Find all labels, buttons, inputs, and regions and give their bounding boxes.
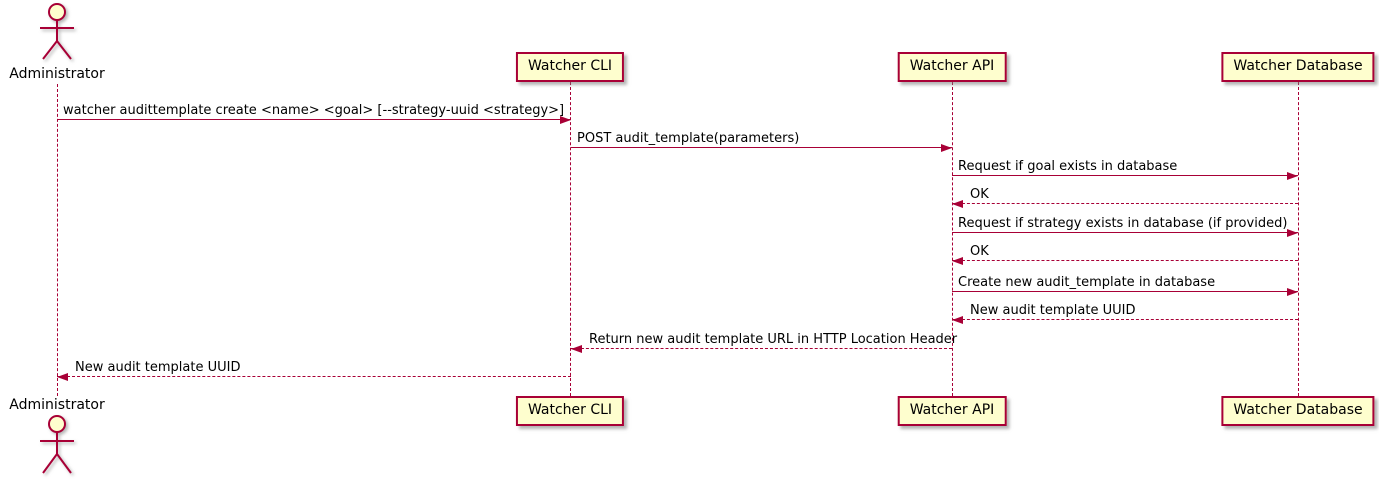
arrowhead-left-icon — [952, 257, 963, 265]
message-request-strategy-exists: Request if strategy exists in database (… — [952, 213, 1298, 237]
actor-label-top: Administrator — [9, 66, 105, 82]
arrowhead-right-icon — [1287, 288, 1298, 296]
message-line — [57, 376, 571, 377]
message-line — [952, 319, 1298, 320]
message-return-url-location-header: Return new audit template URL in HTTP Lo… — [571, 329, 957, 353]
arrowhead-right-icon — [560, 116, 571, 124]
message-label: OK — [970, 187, 989, 202]
participant-watcher-cli-bottom: Watcher CLI — [515, 396, 625, 426]
arrowhead-left-icon — [57, 373, 68, 381]
message-ok-strategy: OK — [952, 241, 1298, 265]
lifeline-watcher-cli — [570, 82, 571, 396]
message-label: Create new audit_template in database — [958, 275, 1216, 290]
message-label: Request if goal exists in database — [958, 159, 1178, 174]
message-line — [952, 260, 1298, 261]
message-new-audit-template-uuid-admin: New audit template UUID — [57, 357, 571, 381]
message-ok-goal: OK — [952, 184, 1298, 208]
message-line — [952, 203, 1298, 204]
message-label: Request if strategy exists in database (… — [958, 216, 1288, 231]
message-label: OK — [970, 244, 989, 259]
message-new-audit-template-uuid-db: New audit template UUID — [952, 300, 1298, 324]
lifeline-administrator — [57, 84, 58, 396]
message-line — [952, 232, 1298, 233]
participant-watcher-api-top: Watcher API — [897, 52, 1007, 82]
arrowhead-right-icon — [1287, 229, 1298, 237]
arrowhead-left-icon — [571, 345, 582, 353]
message-create-audittemplate: watcher audittemplate create <name> <goa… — [57, 100, 571, 124]
message-line — [57, 119, 571, 120]
message-label: watcher audittemplate create <name> <goa… — [63, 103, 565, 118]
message-label: New audit template UUID — [75, 360, 241, 375]
participant-watcher-database-top: Watcher Database — [1221, 52, 1375, 82]
actor-icon — [40, 3, 74, 60]
message-label: New audit template UUID — [970, 303, 1136, 318]
participant-watcher-cli-top: Watcher CLI — [515, 52, 625, 82]
message-line — [952, 291, 1298, 292]
message-request-goal-exists: Request if goal exists in database — [952, 156, 1298, 180]
lifeline-watcher-database — [1298, 82, 1299, 396]
message-line — [952, 175, 1298, 176]
participant-watcher-database-bottom: Watcher Database — [1221, 396, 1375, 426]
arrowhead-left-icon — [952, 200, 963, 208]
lifeline-watcher-api — [952, 82, 953, 396]
message-line — [571, 348, 952, 349]
actor-icon — [40, 415, 74, 474]
arrowhead-right-icon — [941, 144, 952, 152]
arrowhead-right-icon — [1287, 172, 1298, 180]
message-create-new-audit-template: Create new audit_template in database — [952, 272, 1298, 296]
actor-label-bottom: Administrator — [9, 397, 105, 413]
arrowhead-left-icon — [952, 316, 963, 324]
participant-watcher-api-bottom: Watcher API — [897, 396, 1007, 426]
message-line — [571, 147, 952, 148]
message-label: Return new audit template URL in HTTP Lo… — [589, 332, 958, 347]
message-post-audit-template: POST audit_template(parameters) — [571, 128, 952, 152]
message-label: POST audit_template(parameters) — [577, 131, 800, 146]
